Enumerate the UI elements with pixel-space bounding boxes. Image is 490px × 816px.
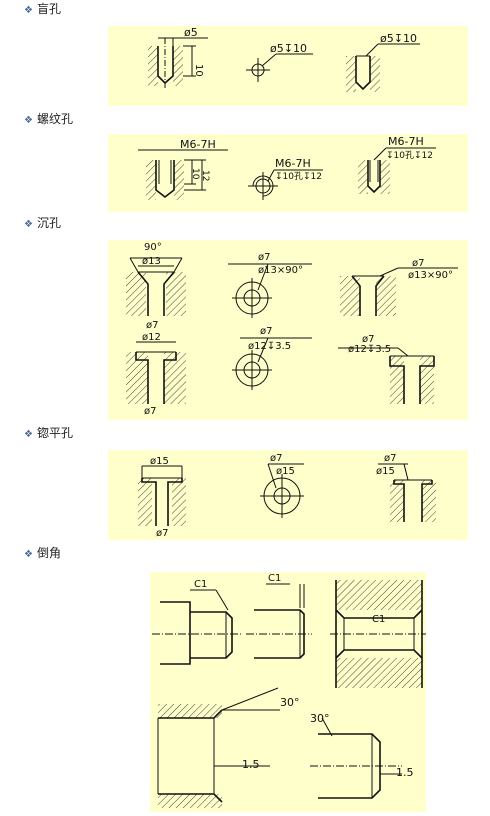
- spotface-section-view: ø15 ø7: [138, 456, 186, 539]
- section-title: 沉孔: [36, 216, 61, 230]
- counterbore-section-view: ø12 ø7: [126, 332, 186, 417]
- chamfer-c3-label: C1: [372, 614, 385, 625]
- sf-dia7-label: ø7: [156, 528, 168, 539]
- counterbore-section-callout: ø7 ø12↧3.5: [338, 334, 435, 404]
- chamfer-c2-label: C1: [268, 573, 281, 584]
- section-heading-counterbore: ❖沉孔: [24, 216, 61, 232]
- counterbore-top-view: ø7 ø12↧3.5: [232, 326, 312, 390]
- thread-callout-1: M6-7H: [275, 157, 311, 170]
- thread-depth-2: 12: [200, 170, 210, 181]
- chamfer-shaft-end-view: C1: [246, 573, 312, 659]
- cs-callout-1: ø7: [258, 252, 270, 263]
- countersink-top-view: ø7 ø13×90°: [228, 252, 312, 318]
- cb-dia7-label: ø7: [144, 406, 156, 417]
- section-heading-spotface: ❖锪平孔: [24, 426, 73, 442]
- chamfer-30-label-1: 30°: [280, 696, 300, 709]
- blind-callout-2: ø5↧10: [380, 32, 417, 45]
- cb-dia12-label: ø12: [142, 332, 161, 343]
- bullet-icon: ❖: [24, 5, 33, 16]
- cb-callout-2b: ø12↧3.5: [348, 344, 391, 355]
- chamfer-15-label-2: 1.5: [396, 766, 414, 779]
- threaded-hole-top-view: M6-7H ↧10孔↧12: [248, 157, 323, 200]
- bullet-icon: ❖: [24, 219, 33, 230]
- chamfer-30-label-2: 30°: [310, 712, 330, 725]
- chamfer-30-shaft-view: 30° 1.5: [310, 712, 414, 799]
- section-title: 螺纹孔: [36, 112, 73, 126]
- countersink-section-view: 90° ø13 ø7: [126, 242, 186, 331]
- bullet-icon: ❖: [24, 429, 33, 440]
- sf-callout-2b: ø15: [376, 466, 395, 477]
- thread-callout-2: M6-7H: [388, 135, 424, 148]
- cs-callout-2b: ø13×90°: [408, 270, 453, 281]
- spotface-top-view: ø7 ø15: [260, 453, 304, 518]
- blind-dia-label: ø5: [184, 26, 198, 39]
- cb-callout-2: ø7: [362, 334, 374, 345]
- blind-hole-top-view: ø5↧10: [246, 42, 313, 82]
- diagram-spotface: ø15 ø7 ø7 ø15 ø7 ø15: [108, 450, 468, 540]
- threaded-hole-section-view: M6-7H 10 12: [138, 138, 228, 200]
- bullet-icon: ❖: [24, 549, 33, 560]
- chamfer-30-bore-view: 30° 1.5: [157, 687, 300, 808]
- sf-callout-2: ø7: [384, 453, 396, 464]
- section-title: 倒角: [36, 546, 61, 560]
- diagram-chamfer: C1 C1 C1: [150, 572, 426, 812]
- diagram-threaded-hole: M6-7H 10 12 M6-7H ↧10孔↧12 M6-7H ↧10孔↧12: [108, 134, 468, 212]
- blind-callout-1: ø5↧10: [270, 42, 307, 55]
- bullet-icon: ❖: [24, 115, 33, 126]
- chamfer-shaft-view: C1: [152, 579, 242, 665]
- blind-hole-section-view: ø5 10: [148, 26, 208, 88]
- spotface-section-callout: ø7 ø15: [376, 453, 436, 522]
- blind-hole-section-callout: ø5↧10: [346, 32, 420, 92]
- thread-depth-1: 10: [190, 168, 200, 180]
- countersink-section-callout: ø7 ø13×90°: [340, 258, 458, 316]
- cs-angle-label: 90°: [144, 242, 162, 253]
- cs-dia13-label: ø13: [142, 256, 161, 267]
- chamfer-bore-view: C1: [330, 580, 426, 688]
- cb-callout-1: ø7: [260, 326, 272, 337]
- blind-depth-label: 10: [193, 64, 204, 77]
- cb-callout-1b: ø12↧3.5: [248, 341, 291, 352]
- chamfer-c1-label: C1: [194, 579, 207, 590]
- sf-callout-1: ø7: [270, 453, 282, 464]
- thread-callout-2b: ↧10孔↧12: [386, 150, 433, 161]
- thread-callout-1b: ↧10孔↧12: [275, 171, 322, 182]
- sf-callout-1b: ø15: [276, 466, 295, 477]
- diagram-blind-hole: ø5 10 ø5↧10 ø5↧10: [108, 26, 468, 106]
- section-heading-threaded-hole: ❖螺纹孔: [24, 112, 73, 128]
- section-heading-chamfer: ❖倒角: [24, 546, 61, 562]
- thread-spec-label: M6-7H: [180, 138, 216, 151]
- cs-dia7-label: ø7: [146, 320, 158, 331]
- cs-callout-1b: ø13×90°: [258, 265, 303, 276]
- sf-dia15-label: ø15: [150, 456, 169, 467]
- diagram-counterbore: 90° ø13 ø7 ø7 ø13×90° ø7 ø13×90°: [108, 240, 468, 420]
- section-title: 锪平孔: [36, 426, 73, 440]
- threaded-hole-section-callout: M6-7H ↧10孔↧12: [358, 135, 436, 194]
- chamfer-15-label-1: 1.5: [242, 758, 260, 771]
- cs-callout-2: ø7: [412, 258, 424, 269]
- section-heading-blind-hole: ❖盲孔: [24, 2, 61, 18]
- section-title: 盲孔: [36, 2, 61, 16]
